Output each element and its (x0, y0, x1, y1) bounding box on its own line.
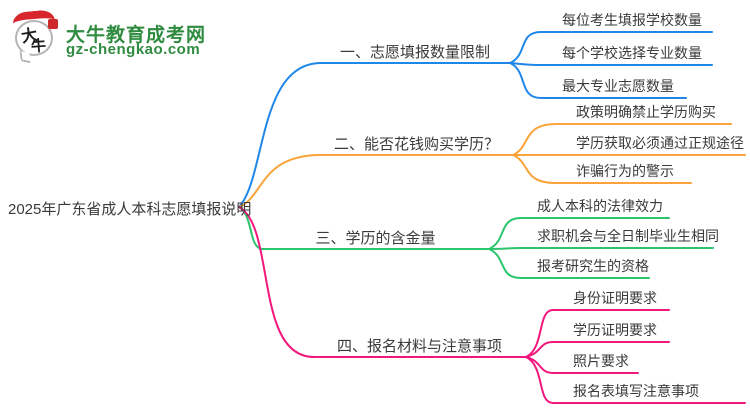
red-seal-icon (48, 19, 58, 29)
connector-center-branch-1 (238, 62, 322, 208)
connector-branch-1-child-2 (509, 62, 713, 66)
branch-4-child-3: 照片要求 (573, 353, 629, 369)
connector-branch-2-child-3 (512, 154, 692, 184)
branch-4-child-2: 学历证明要求 (573, 322, 657, 338)
branch-2-child-3: 诈骗行为的警示 (576, 163, 674, 179)
connector-branch-1-child-1 (509, 31, 713, 64)
connector-branch-3-child-1 (488, 217, 670, 250)
site-logo-icon: 大 牛 (12, 9, 66, 64)
connector-branch-4-child-1 (525, 309, 670, 358)
branch-1-child-1: 每位考生填报学校数量 (562, 12, 702, 28)
logo-character-2: 牛 (30, 36, 47, 56)
branch-1-child-3: 最大专业志愿数量 (562, 78, 674, 94)
connector-center-branch-4 (238, 206, 315, 358)
connector-branch-4-child-3 (525, 356, 639, 374)
branch-4-child-4: 报名表填写注意事项 (573, 383, 699, 399)
branch-3-child-2: 求职机会与全日制毕业生相同 (537, 228, 719, 244)
branch-3-child-1: 成人本科的法律效力 (537, 198, 663, 214)
connector-branch-3-child-2 (488, 247, 714, 250)
branch-2-child-2: 学历获取必须通过正规途径 (576, 135, 744, 151)
site-url: gz-chengkao.com (66, 41, 201, 58)
branch-1-label: 一、志愿填报数量限制 (339, 44, 490, 61)
speech-bubble-tail (19, 50, 31, 64)
site-logo: 大 牛 大牛教育成考网 gz-chengkao.com (10, 8, 240, 64)
branch-3-label: 三、学历的含金量 (315, 230, 436, 247)
site-name: 大牛教育成考网 (66, 25, 207, 46)
connector-branch-4-child-4 (525, 356, 746, 404)
branch-3-child-3: 报考研究生的资格 (537, 258, 649, 274)
speech-bubble-icon (15, 20, 53, 56)
branch-2-child-1: 政策明确禁止学历购买 (576, 104, 716, 120)
connector-branch-4-child-2 (525, 341, 670, 358)
branch-1-child-2: 每个学校选择专业数量 (562, 45, 702, 61)
branch-4-label: 四、报名材料与注意事项 (336, 338, 502, 355)
connector-center-branch-2 (238, 154, 322, 208)
connector-branch-2-child-1 (512, 123, 732, 156)
central-topic: 2025年广东省成人本科志愿填报说明 (8, 201, 252, 218)
connector-branch-3-child-3 (488, 248, 650, 279)
branch-2-label: 二、能否花钱购买学历？ (333, 136, 499, 153)
branch-4-child-1: 身份证明要求 (573, 290, 657, 306)
connector-branch-1-child-3 (509, 62, 687, 99)
